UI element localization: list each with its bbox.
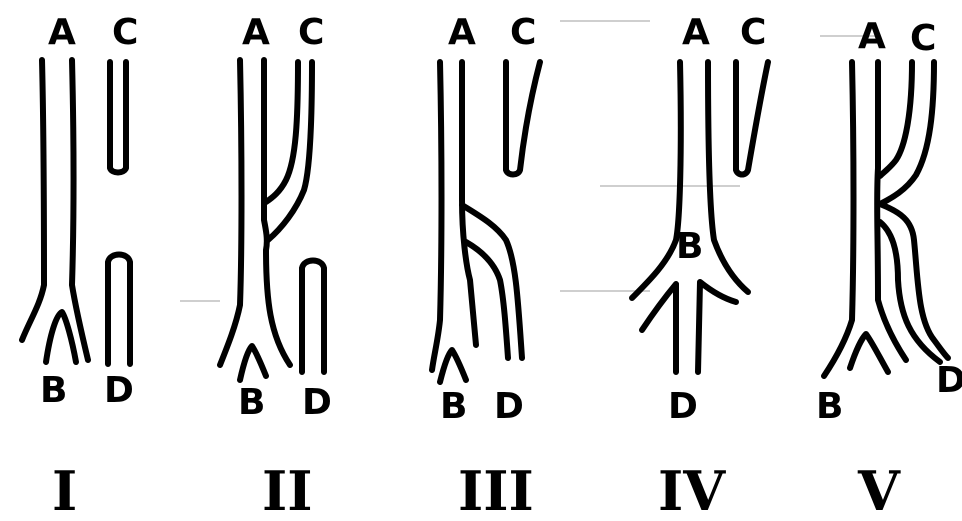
panel-v-label-a: A (858, 16, 886, 57)
panel-v-label-b: B (816, 386, 843, 427)
panel-i-vessel-d (108, 255, 130, 365)
panel-iv-label-b: B (676, 226, 703, 267)
panel-ii-vessel-c-outer (268, 62, 312, 240)
panel-i-branch-b (46, 312, 76, 362)
panel-iv-label-d: D (668, 386, 698, 427)
panel-i-label-c: C (112, 12, 138, 53)
panel-v-vessel-c-inner (880, 62, 912, 176)
panel-v-label-d: D (936, 360, 962, 401)
panel-iv-vessel-d-left (642, 284, 676, 372)
panel-i-vessel-a-left (22, 60, 44, 340)
panel-iii-label-a: A (448, 12, 476, 53)
panel-ii-label-b: B (238, 382, 265, 423)
panel-v-vessel-a-left (824, 62, 854, 376)
panel-iv-vessel-d-right (698, 282, 736, 372)
panel-i-vessel-c (110, 62, 126, 173)
panel-i-label-d: D (104, 370, 134, 411)
panel-iii-label-c: C (510, 12, 536, 53)
panel-v-vessel-c-outer (880, 62, 948, 358)
panel-v: A C B D V (816, 16, 962, 521)
panel-iv-vessel-a-left (632, 62, 681, 298)
panel-iii: A C B D III (432, 12, 540, 521)
panel-iii-vessel-c (506, 62, 540, 175)
panel-iii-branch-b (440, 350, 466, 382)
panel-v-label-c: C (910, 18, 936, 59)
panel-iv: A C B D IV (632, 12, 768, 521)
panel-ii-label-d: D (302, 382, 332, 423)
panel-iv-roman: IV (658, 459, 726, 521)
panel-ii-vessel-d (302, 261, 324, 373)
panel-iii-label-b: B (440, 386, 467, 427)
panel-ii-vessel-a-right (264, 60, 290, 365)
panel-iii-roman: III (458, 459, 534, 521)
panel-i-label-a: A (48, 12, 76, 53)
panel-iii-label-d: D (494, 386, 524, 427)
panel-ii-roman: II (262, 459, 313, 521)
panel-iv-label-a: A (682, 12, 710, 53)
panel-v-branch-b (850, 334, 888, 372)
panel-i: A C B D I (22, 12, 138, 521)
panel-ii: A C B D II (220, 12, 332, 521)
panel-v-roman: V (857, 459, 901, 521)
panel-iv-label-c: C (740, 12, 766, 53)
panel-ii-vessel-c-inner (266, 62, 298, 202)
panel-iv-vessel-c (736, 62, 768, 175)
panel-iii-vessel-a-left (432, 62, 442, 370)
panel-i-vessel-a-right (72, 60, 88, 360)
panel-i-roman: I (52, 459, 77, 521)
paper-texture (180, 20, 880, 302)
panel-ii-branch-b (240, 346, 266, 380)
panel-ii-vessel-a-left (220, 60, 242, 365)
panel-ii-label-c: C (298, 12, 324, 53)
panel-i-label-b: B (40, 370, 67, 411)
panel-ii-label-a: A (242, 12, 270, 53)
